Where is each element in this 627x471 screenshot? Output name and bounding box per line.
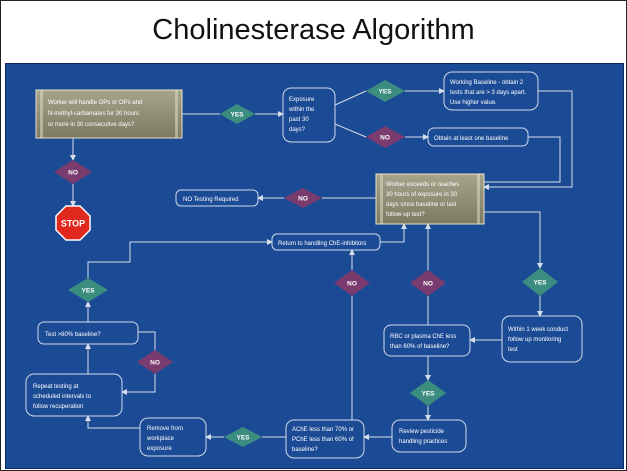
edge-exceeds-to-yes-right	[484, 211, 543, 269]
no-diamond-ache: NO	[334, 270, 370, 296]
review-practices-line-2: handling practices	[399, 439, 447, 445]
handle-question-line-3: or more in 30 consecutive days?	[48, 122, 135, 128]
ache-question-line-1: AChE less than 70% or	[292, 427, 354, 433]
ache-question-line-3: baseline?	[292, 447, 318, 453]
edge-exposure-to-no	[334, 123, 367, 138]
no-label-test80: NO	[150, 360, 160, 367]
followup-test-line-3: test	[508, 347, 518, 353]
edges	[70, 88, 573, 440]
edge-no-to-repeat	[121, 374, 156, 395]
followup-test-box: Within 1 week conduct follow up monitori…	[501, 315, 583, 363]
handle-question-line-2: N-methyl-carbamates for 30 hours	[48, 111, 139, 117]
working-baseline-line-2: tests that are > 3 days apart.	[450, 90, 527, 96]
review-practices-box: Review pesticide handling practices	[391, 419, 467, 453]
no-label-exposure: NO	[380, 135, 390, 142]
exposure-question-line-3: past 30	[289, 117, 309, 123]
rbc-question-line-2: than 60% of baseline?	[390, 344, 450, 350]
handle-question-box: Worker will handle OPs or OPs and N-meth…	[35, 89, 183, 139]
edge-remove-to-repeat	[85, 415, 140, 429]
edge-obtain-baseline-to-exceeds	[484, 136, 561, 183]
test80-line-1: Test >80% baseline?	[45, 332, 101, 338]
repeat-testing-box: Repeat testing at scheduled intervals to…	[25, 373, 123, 417]
followup-test-line-1: Within 1 week conduct	[508, 327, 568, 333]
yes-label-handle: YES	[230, 112, 244, 119]
no-label-ache: NO	[347, 281, 357, 288]
edge-return-to-exceeds	[380, 223, 407, 243]
no-diamond-test80: NO	[137, 350, 173, 374]
stop-label: STOP	[61, 219, 85, 229]
yes-diamond-exceeds: YES	[522, 268, 558, 296]
working-baseline-line-1: Working Baseline - obtain 2	[450, 80, 524, 86]
exposure-question-box: Exposure within the past 30 days?	[282, 87, 336, 143]
remove-exposure-line-2: workplace	[146, 436, 175, 442]
yes-label-ache: YES	[236, 435, 250, 442]
remove-exposure-box: Remove from workplace exposure	[139, 417, 207, 457]
test80-box: Test >80% baseline?	[37, 321, 139, 345]
exceeds-question-line-2: 30 hours of exposure in 30	[386, 192, 458, 198]
ache-question-box: AChE less than 70% or PChE less than 60%…	[285, 419, 365, 459]
followup-test-line-2: follow up monitoring	[508, 337, 561, 343]
exposure-question-line-1: Exposure	[289, 97, 315, 103]
no-testing-box: NO Testing Required	[175, 189, 259, 207]
edge-yes-to-return-handling	[87, 239, 273, 278]
exceeds-question-box: Worker exceeds or reaches 30 hours of ex…	[375, 173, 485, 225]
stop-sign: STOP	[55, 205, 91, 241]
yes-diamond-ache: YES	[224, 427, 262, 447]
yes-diamond-handle: YES	[220, 104, 255, 124]
yes-diamond-exposure: YES	[366, 80, 405, 102]
remove-exposure-line-3: exposure	[147, 446, 172, 452]
ache-question-line-2: PChE less than 60% of	[292, 437, 354, 443]
working-baseline-line-3: Use higher value.	[450, 100, 497, 106]
repeat-testing-line-1: Repeat testing at	[33, 384, 79, 390]
repeat-testing-line-3: follow recuperation	[33, 404, 83, 410]
yes-label-rbc: YES	[421, 391, 435, 398]
repeat-testing-line-2: scheduled intervals to	[33, 394, 92, 400]
rbc-question-box: RBC or plasma ChE less than 60% of basel…	[383, 324, 471, 357]
handle-question-line-1: Worker will handle OPs or OPs and	[48, 100, 142, 106]
yes-label-exceeds: YES	[533, 280, 547, 287]
yes-label-test80: YES	[81, 288, 95, 295]
yes-diamond-rbc: YES	[410, 380, 446, 406]
slide-title: Cholinesterase Algorithm	[152, 14, 475, 46]
review-practices-line-1: Review pesticide	[399, 429, 445, 435]
no-label-rbc: NO	[423, 281, 433, 288]
working-baseline-box: Working Baseline - obtain 2 tests that a…	[443, 71, 539, 111]
yes-diamond-test80: YES	[68, 278, 108, 302]
remove-exposure-line-1: Remove from	[147, 426, 183, 432]
exposure-question-line-2: within the	[288, 107, 315, 113]
exceeds-question-line-3: days since baseline or last	[386, 202, 457, 208]
yes-label-exposure: YES	[378, 89, 392, 96]
no-diamond-rbc: NO	[410, 270, 446, 296]
edge-test80-to-no	[138, 331, 156, 350]
exposure-question-line-4: days?	[289, 127, 306, 133]
exceeds-question-line-1: Worker exceeds or reaches	[386, 182, 459, 188]
no-diamond-exceeds: NO	[284, 188, 322, 208]
no-label-handle: NO	[68, 170, 78, 177]
rbc-question-line-1: RBC or plasma ChE less	[390, 334, 456, 340]
obtain-baseline-line-1: Obtain at least one baseline	[434, 136, 509, 142]
no-diamond-handle: NO	[54, 160, 92, 184]
edge-working-baseline-to-exceeds	[483, 90, 573, 190]
obtain-baseline-box: Obtain at least one baseline	[427, 127, 529, 147]
no-label-exceeds: NO	[298, 196, 308, 203]
return-handling-box: Return to handling ChE-inhibitors	[271, 233, 381, 251]
no-testing-line-1: NO Testing Required	[183, 197, 239, 203]
no-diamond-exposure: NO	[366, 126, 405, 148]
edge-exposure-to-yes	[334, 90, 367, 106]
exceeds-question-line-4: follow-up test?	[386, 212, 425, 218]
return-handling-line-1: Return to handling ChE-inhibitors	[278, 241, 366, 247]
